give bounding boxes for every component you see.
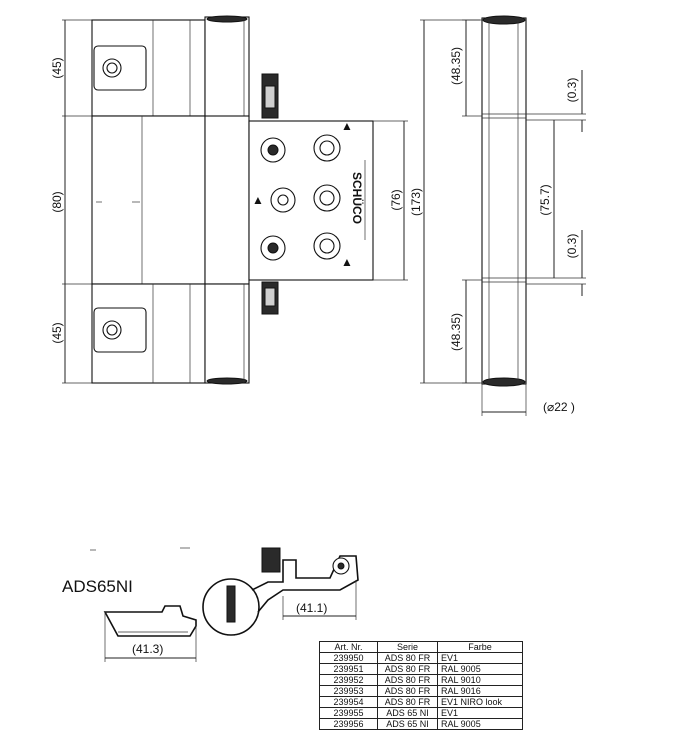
- cell-series: ADS 65 NI: [377, 718, 438, 730]
- cell-color: EV1: [437, 707, 523, 719]
- middle-leaf-block: [91, 115, 206, 285]
- cell-series: ADS 80 FR: [377, 685, 438, 697]
- cell-article: 239953: [319, 685, 378, 697]
- dim-top-knuckle: (48.35): [449, 47, 463, 85]
- table-row: 239954 ADS 80 FR EV1 NIRO look: [319, 696, 523, 708]
- front-view: (45) (80) (45): [50, 15, 480, 385]
- cell-color: RAL 9010: [437, 674, 523, 686]
- cell-series: ADS 80 FR: [377, 663, 438, 675]
- table-row: 239950 ADS 80 FR EV1: [319, 652, 523, 664]
- col-header-color: Farbe: [437, 641, 523, 653]
- model-label: ADS65NI: [62, 577, 133, 596]
- cell-series: ADS 80 FR: [377, 674, 438, 686]
- cell-color: RAL 9005: [437, 718, 523, 730]
- table-row: 239953 ADS 80 FR RAL 9016: [319, 685, 523, 697]
- dim-center-knuckle: (75.7): [538, 184, 552, 215]
- table-row: 239956 ADS 65 NI RAL 9005: [319, 718, 523, 730]
- dim-overall-height: (173): [409, 188, 423, 216]
- cell-series: ADS 65 NI: [377, 707, 438, 719]
- dim-frame-plate: (76): [389, 189, 403, 210]
- center-knuckle: [204, 115, 250, 285]
- dim-bottom-knuckle: (48.35): [449, 313, 463, 351]
- cell-color: EV1: [437, 652, 523, 664]
- cell-article: 239955: [319, 707, 378, 719]
- plan-barrel: [202, 578, 260, 636]
- upper-knuckle: [204, 16, 250, 118]
- col-header-series: Serie: [377, 641, 438, 653]
- table-row: 239952 ADS 80 FR RAL 9010: [319, 674, 523, 686]
- cell-article: 239950: [319, 652, 378, 664]
- dim-gap-bottom: (0.3): [565, 234, 579, 259]
- cell-color: RAL 9016: [437, 685, 523, 697]
- lower-knuckle: [204, 283, 250, 384]
- leaf-arm: [103, 605, 197, 637]
- cell-color: EV1 NIRO look: [437, 696, 523, 708]
- cell-article: 239954: [319, 696, 378, 708]
- cell-series: ADS 80 FR: [377, 696, 438, 708]
- dim-frame-reach: (41.1): [296, 601, 327, 615]
- dim-diameter: (⌀22 ): [543, 400, 575, 414]
- table-row: 239955 ADS 65 NI EV1: [319, 707, 523, 719]
- plate-mark-middle: ▲: [341, 255, 353, 269]
- cell-article: 239956: [319, 718, 378, 730]
- table-row: 239951 ADS 80 FR RAL 9005: [319, 663, 523, 675]
- cell-series: ADS 80 FR: [377, 652, 438, 664]
- col-header-article: Art. Nr.: [319, 641, 378, 653]
- plate-mark-bottom: ▲: [252, 193, 264, 207]
- hinge-barrel: [481, 17, 527, 385]
- dim-middle-leaf: (80): [50, 191, 64, 212]
- side-view: (48.35) (48.35) (0.3) (75.7) (0.3) (⌀22 …: [449, 15, 586, 416]
- article-table: Art. Nr. Serie Farbe 239950 ADS 80 FR EV…: [319, 641, 523, 730]
- frame-bracket: [261, 547, 281, 573]
- dim-bottom-leaf: (45): [50, 322, 64, 343]
- dim-gap-top: (0.3): [565, 78, 579, 103]
- dim-top-leaf: (45): [50, 57, 64, 78]
- table-header-row: Art. Nr. Serie Farbe: [319, 641, 523, 653]
- cell-color: RAL 9005: [437, 663, 523, 675]
- plan-view: ADS65NI (41.1) (41.3): [62, 547, 359, 662]
- cell-article: 239951: [319, 663, 378, 675]
- dim-leaf-reach: (41.3): [132, 642, 163, 656]
- plate-mark-top: ▲: [341, 119, 353, 133]
- cell-article: 239952: [319, 674, 378, 686]
- brand-mark: SCHÜCO: [350, 172, 365, 224]
